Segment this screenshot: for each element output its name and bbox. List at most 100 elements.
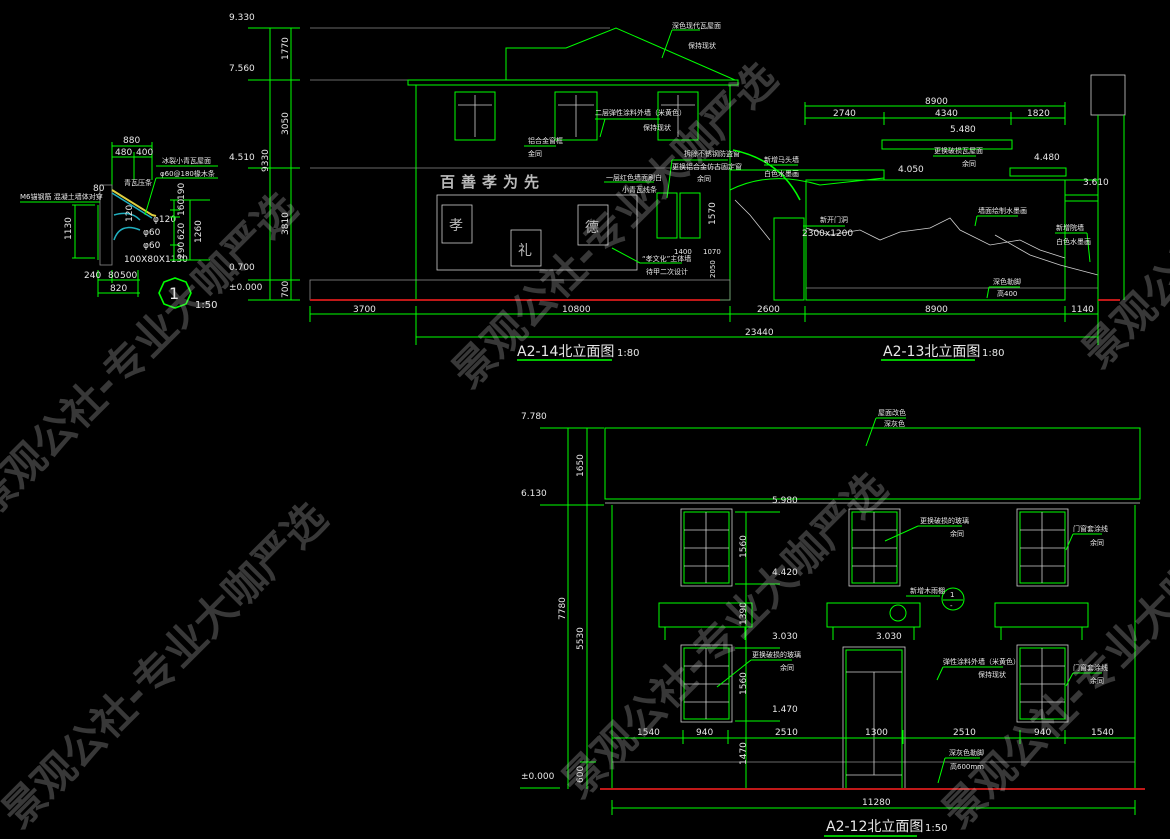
detail-1-canopy-section: 880 480 400 1130 80 M6锚钢筋 混凝土墙体对穿 冰裂小青瓦屋… — [20, 136, 218, 311]
dim-1560-a: 1560 — [739, 535, 749, 558]
dim-290: 290 — [177, 242, 187, 259]
note-canopy: 新增木雨棚 — [910, 586, 945, 595]
note-mural: 墙面绘制水墨画 — [978, 206, 1027, 215]
note-dim-120: 120 — [125, 205, 135, 222]
dim-9330: 9330 — [261, 149, 271, 172]
note-frame-b: 门窗套涂线 — [1073, 663, 1108, 672]
dim-11280: 11280 — [862, 798, 891, 808]
dim-1570: 1570 — [708, 202, 718, 225]
dim-1540-a: 1540 — [637, 728, 660, 738]
note-ridge: 青瓦压条 — [124, 178, 152, 187]
relief-char-3: 德 — [585, 220, 599, 236]
level-4420: 4.420 — [772, 568, 798, 578]
note-gable: 新增马头墙 — [764, 155, 799, 164]
title-a2-12: A2-12北立面图 — [826, 819, 923, 835]
note-window-lower-2: 余同 — [780, 663, 794, 672]
level-4050: 4.050 — [898, 165, 924, 175]
dim-2050: 2050 — [709, 260, 717, 278]
note-d60a: φ60 — [143, 228, 161, 238]
note-window-new: 拆除不锈钢防盗窗 — [684, 149, 740, 158]
canopy — [994, 602, 1089, 640]
title-a2-14: A2-14北立面图 — [517, 344, 614, 360]
level-5480: 5.480 — [950, 125, 976, 135]
note-window: 铝合金窗框 — [528, 136, 563, 145]
wall-slogan: 百善孝为先 — [440, 173, 545, 191]
note-plinth: 深色勒脚 — [993, 277, 1021, 286]
note-roof-2: 深灰色 — [884, 419, 905, 428]
note-rafter: φ60@180椽木条 — [160, 169, 215, 178]
watermark: 景观公社-专业大咖严选 — [0, 493, 336, 837]
dim-23440: 23440 — [745, 328, 774, 338]
dim-2600: 2600 — [757, 305, 780, 315]
note-frame-b-2: 余同 — [1090, 676, 1104, 685]
dim-1540-b: 1540 — [1091, 728, 1114, 738]
detail-ref-number: 1 — [950, 591, 954, 599]
dim-190: 190 — [177, 183, 187, 200]
title-a2-13: A2-13北立面图 — [883, 344, 980, 360]
elevation-a2-13: 8900 2740 4340 1820 5.480 4.050 4.480 3.… — [729, 74, 1126, 361]
window — [680, 644, 733, 723]
level-7560: 7.560 — [229, 64, 255, 74]
detail-scale: 1:50 — [195, 300, 217, 311]
note-door: 新开门洞 — [820, 215, 848, 224]
window — [680, 508, 733, 587]
window — [848, 508, 901, 587]
watermark: 景观公社-专业大咖严选 — [552, 463, 896, 807]
level-door-3030: 3.030 — [876, 632, 902, 642]
dim-1300: 1300 — [865, 728, 888, 738]
detail-ref-sub: - — [950, 602, 953, 610]
note-window-lower: 更换破损的玻璃 — [752, 650, 801, 659]
dim-700: 700 — [281, 281, 291, 298]
note-plinth-2: 高400 — [997, 289, 1017, 298]
note-right: 新增院墙 — [1056, 223, 1084, 232]
note-wall-anchor: M6锚钢筋 混凝土墙体对穿 — [20, 192, 103, 201]
watermark-layer: 景观公社-专业大咖严选 景观公社-专业大咖严选 景观公社-专业大咖严选 景观公社… — [0, 33, 1170, 837]
dim-5530: 5530 — [576, 627, 586, 650]
note-wall2-b: 保持现状 — [643, 123, 671, 132]
dim-600: 600 — [576, 766, 586, 783]
note-roof-2: 保持现状 — [688, 41, 716, 50]
detail-index-marker — [158, 277, 192, 309]
note-right-2: 白色水墨画 — [1056, 237, 1091, 246]
level-1470: 1.470 — [772, 705, 798, 715]
dim-2740: 2740 — [833, 109, 856, 119]
dim-2510-a: 2510 — [775, 728, 798, 738]
dim-3700: 3700 — [353, 305, 376, 315]
dim-940-a: 940 — [696, 728, 713, 738]
watermark: 景观公社-专业大咖严选 — [1072, 33, 1170, 377]
note-beam: 100X80X1130 — [124, 255, 188, 265]
level-4510: 4.510 — [229, 153, 255, 163]
level-4480: 4.480 — [1034, 153, 1060, 163]
note-d120: φ120 — [153, 215, 176, 225]
dim-1260: 1260 — [194, 220, 204, 243]
culture-relief-wall — [436, 194, 638, 271]
note-roof: 冰裂小青瓦屋面 — [162, 156, 211, 165]
dim-240: 240 — [84, 271, 101, 281]
scale-a2-14: 1:80 — [617, 348, 639, 359]
level-9330: 9.330 — [229, 13, 255, 23]
dim-7780: 7780 — [558, 597, 568, 620]
note-wall1-b: 小青瓦线条 — [622, 185, 657, 194]
elevation-a2-12: 7.780 6.130 ±0.000 1650 5530 600 7780 5.… — [520, 408, 1145, 837]
note-window: 更换破损的玻璃 — [920, 516, 969, 525]
scale-a2-12: 1:50 — [925, 823, 947, 834]
watermark: 景观公社-专业大咖严选 — [442, 53, 786, 397]
dim-500: 500 — [120, 271, 137, 281]
note-eave-2: 余同 — [962, 159, 976, 168]
note-relief: “孝文化”主体墙 — [642, 254, 691, 263]
note-wall2: 二层弹性涂料外墙（米黄色） — [595, 108, 686, 117]
note-window-2: 金同 — [528, 149, 542, 158]
note-door-size: 2300x1200 — [802, 229, 853, 239]
dim-940-b: 940 — [1034, 728, 1051, 738]
dim-1390: 1390 — [739, 602, 749, 625]
dim-400: 400 — [136, 148, 153, 158]
note-frame-2: 余同 — [1090, 538, 1104, 547]
level-3030: 3.030 — [772, 632, 798, 642]
window — [1016, 508, 1069, 587]
dim-80b: 80 — [108, 271, 120, 281]
elevation-a2-14: 9.330 7.560 4.510 0.700 ±0.000 1770 3050… — [229, 13, 1099, 361]
level-5980: 5.980 — [772, 496, 798, 506]
dim-1770: 1770 — [281, 37, 291, 60]
dim-1650: 1650 — [576, 454, 586, 477]
